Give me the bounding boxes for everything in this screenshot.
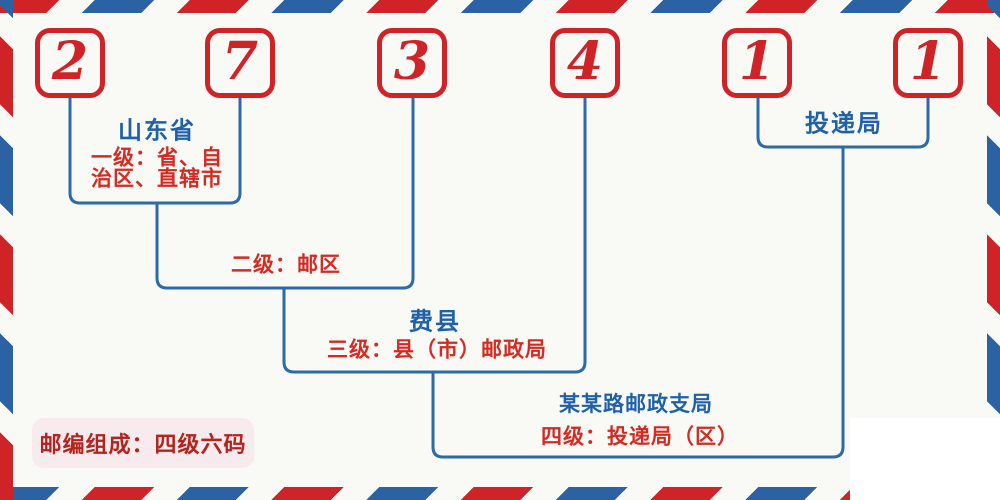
digit-box-5: 1 bbox=[722, 28, 792, 98]
bracket-level4-line bbox=[431, 147, 845, 459]
bottom-right-blank-patch bbox=[850, 418, 1000, 500]
digit-box-1: 2 bbox=[35, 28, 105, 98]
bracket-delivery-line bbox=[756, 98, 930, 149]
digit-box-6: 1 bbox=[893, 28, 963, 98]
digit-box-4: 4 bbox=[550, 28, 620, 98]
digit-box-3: 3 bbox=[377, 28, 447, 98]
level4-office-label: 某某路邮政支局 bbox=[559, 392, 713, 416]
level3-region-label: 费县 bbox=[409, 307, 461, 336]
delivery-bureau-label: 投递局 bbox=[805, 109, 883, 138]
level2-description-label: 二级：邮区 bbox=[231, 252, 341, 277]
digit-box-2: 7 bbox=[205, 28, 275, 98]
bracket-level1-line bbox=[68, 98, 242, 205]
level1-description-line2: 治区、直辖市 bbox=[91, 166, 223, 191]
level4-description-label: 四级：投递局（区） bbox=[541, 424, 739, 449]
level1-description-line1: 一级：省、自 bbox=[91, 145, 223, 170]
composition-badge-text: 邮编组成：四级六码 bbox=[39, 432, 247, 458]
level1-region-label: 山东省 bbox=[118, 116, 196, 145]
level3-description-label: 三级：县（市）邮政局 bbox=[327, 337, 547, 362]
composition-badge: 邮编组成：四级六码 bbox=[32, 418, 254, 468]
